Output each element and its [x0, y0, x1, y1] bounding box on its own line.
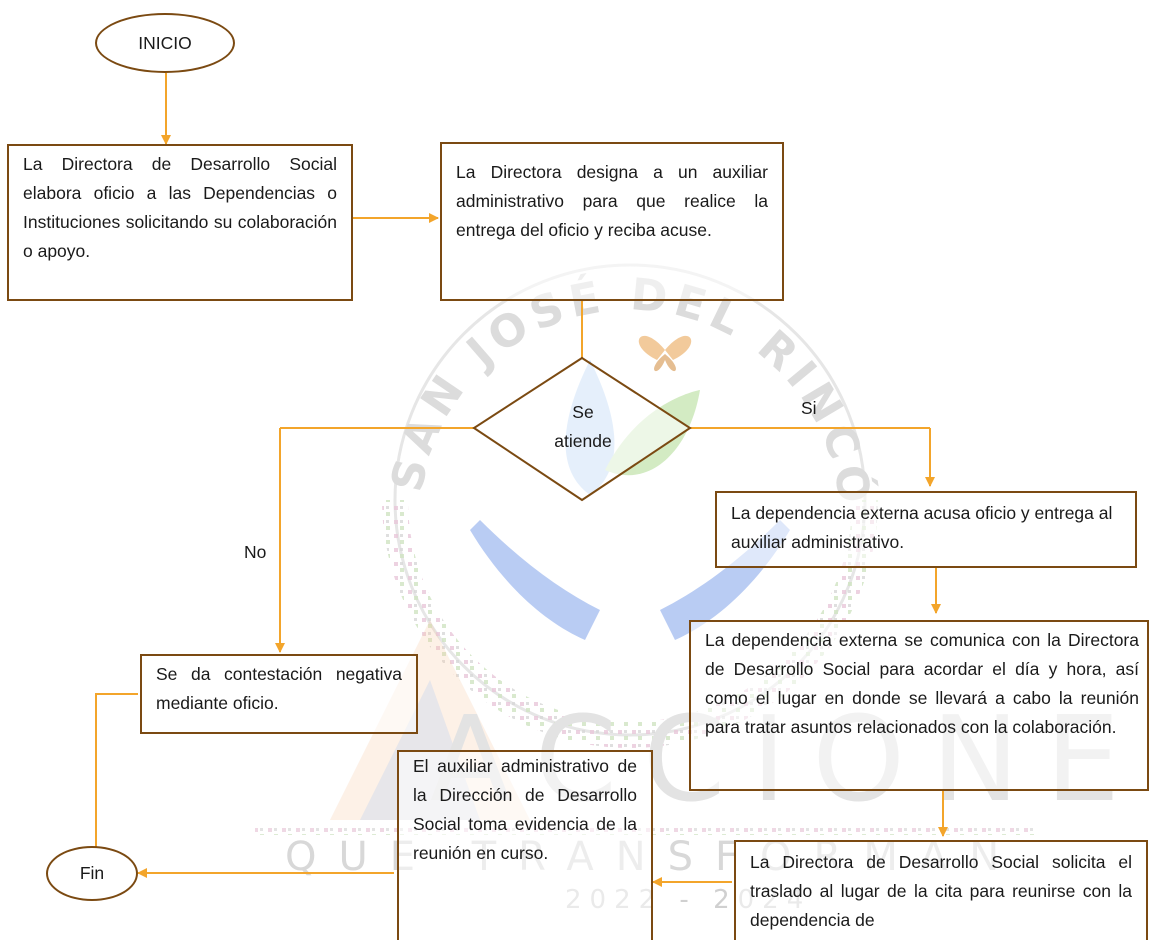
step2-box: La Directora designa a un auxiliar admin… [440, 142, 784, 301]
yes-label: Si [801, 398, 817, 418]
decision-text: Se atiende [540, 398, 626, 456]
end-terminal: Fin [46, 846, 138, 901]
decision-line2: atiende [554, 431, 612, 451]
step-yes1-box: La dependencia externa acusa oficio y en… [715, 491, 1137, 568]
decision-diamond [472, 356, 692, 502]
arrow-no-end [91, 693, 138, 857]
step1-box: La Directora de Desarrollo Social elabor… [7, 144, 353, 301]
start-terminal: INICIO [95, 13, 235, 73]
step-no-box: Se da contestación negativa mediante ofi… [140, 654, 418, 734]
decision-line1: Se [572, 402, 594, 422]
end-label: Fin [79, 863, 105, 883]
start-label: INICIO [138, 32, 192, 53]
step-evidence-box: El auxiliar administrativo de la Direcci… [397, 750, 653, 940]
no-label: No [244, 542, 267, 562]
step-yes3-box: La Directora de Desarrollo Social solici… [734, 840, 1148, 940]
butterfly-icon [638, 335, 692, 372]
step-yes2-box: La dependencia externa se comunica con l… [689, 620, 1149, 791]
